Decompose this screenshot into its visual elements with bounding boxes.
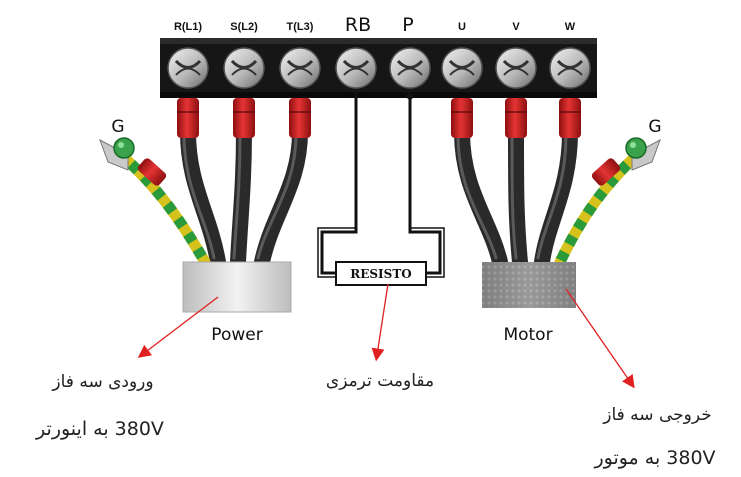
- cable-t-l3: [254, 124, 308, 270]
- motor-sleeve: [482, 262, 576, 308]
- screw-rb: [335, 47, 377, 89]
- terminal-label-v: V: [512, 21, 520, 33]
- cable-w: [534, 124, 578, 270]
- arrow-input: [137, 296, 219, 358]
- lug-r-l1: [177, 98, 199, 138]
- lug-u: [451, 98, 473, 138]
- ground-wire-left: [99, 137, 211, 268]
- resistor-label: RESISTO: [350, 267, 411, 281]
- ground-label-right: G: [648, 117, 661, 137]
- terminal-label-rb: RB: [345, 14, 371, 36]
- arrow-brake: [371, 283, 389, 362]
- brake-resistor-wires: [317, 92, 445, 278]
- screw-w: [549, 47, 591, 89]
- screw-u: [441, 47, 483, 89]
- terminal-label-s-l2: S(L2): [230, 21, 258, 33]
- motor-cable-highlights: [456, 133, 568, 260]
- lug-w: [559, 98, 581, 138]
- arrow-output: [565, 288, 635, 389]
- red-lugs: [177, 98, 581, 138]
- motor-cables: [454, 124, 578, 270]
- cable-u: [454, 124, 508, 270]
- power-label: Power: [211, 325, 262, 345]
- terminal-screws: [167, 47, 591, 89]
- terminal-label-t-l3: T(L3): [287, 21, 314, 33]
- cable-v: [508, 124, 528, 270]
- brake-annotation: مقاومت ترمزی: [325, 371, 435, 391]
- screw-r-l1: [167, 47, 209, 89]
- lug-s-l2: [233, 98, 255, 138]
- annotation-arrows: [137, 283, 635, 389]
- terminal-label-w: W: [565, 21, 576, 33]
- power-cable-highlights: [182, 133, 298, 260]
- input-annotation-line2: 380V به اینورتر: [36, 418, 164, 440]
- power-cables: [180, 124, 308, 270]
- screw-t-l3: [279, 47, 321, 89]
- lug-t-l3: [289, 98, 311, 138]
- terminal-label-u: U: [458, 21, 466, 33]
- screw-v: [495, 47, 537, 89]
- ground-label-left: G: [111, 117, 124, 137]
- ground-wire-right: [554, 137, 661, 268]
- output-annotation-line1: خروجی سه فاز: [603, 405, 712, 425]
- power-sleeve: [182, 261, 292, 313]
- lug-v: [505, 98, 527, 138]
- cable-s-l2: [230, 124, 252, 270]
- terminal-label-r-l1: R(L1): [174, 21, 202, 33]
- screw-s-l2: [223, 47, 265, 89]
- cable-r-l1: [180, 124, 226, 270]
- output-annotation-line2: 380V به موتور: [594, 447, 716, 469]
- terminal-label-p: P: [402, 14, 413, 36]
- screw-p: [389, 47, 431, 89]
- ground-screw-left-icon: [113, 137, 135, 159]
- brake-resistor: [335, 261, 427, 286]
- input-annotation-line1: ورودی سه فاز: [52, 372, 154, 392]
- motor-label: Motor: [503, 325, 552, 345]
- ground-screw-right-icon: [625, 137, 647, 159]
